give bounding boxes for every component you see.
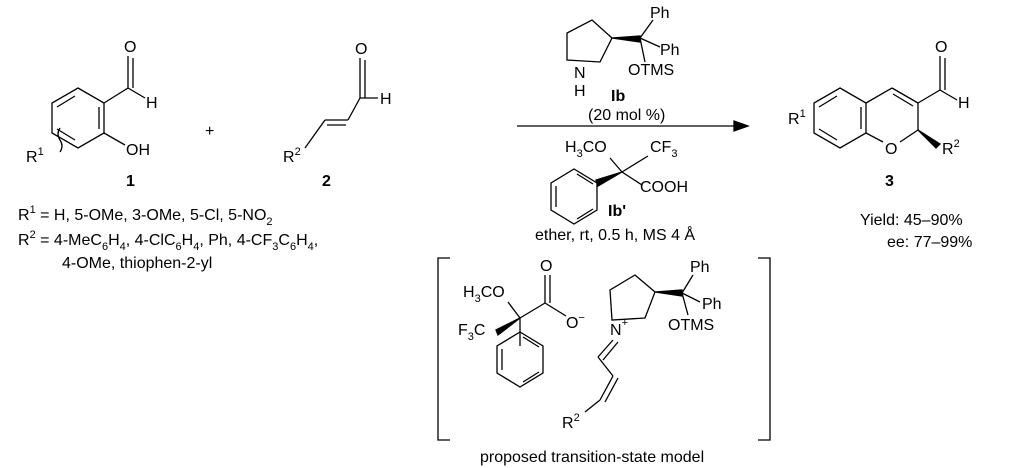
ts-phenyl-2: Ph bbox=[702, 296, 722, 313]
compound-3-label: 3 bbox=[885, 173, 894, 190]
additive-ib-prime-structure: H3CO CF3 COOH Ib' ether, rt, 0.5 h, MS 4… bbox=[535, 139, 695, 244]
phenyl-2: Ph bbox=[660, 42, 680, 59]
r2-definition-continued: 4-OMe, thiophen-2-yl bbox=[62, 255, 212, 272]
carboxylic-acid-group: COOH bbox=[640, 179, 688, 196]
ts-r2: R2 bbox=[562, 412, 580, 432]
ts-iminium: N+ bbox=[610, 317, 628, 339]
atom-OH: OH bbox=[126, 142, 150, 159]
compound-2-structure: O H R2 2 bbox=[283, 41, 392, 190]
ts-phenyl-1: Ph bbox=[690, 259, 710, 276]
catalyst-ib-structure: N H Ph Ph OTMS Ib (20 mol %) bbox=[566, 5, 680, 124]
otms-group: OTMS bbox=[628, 62, 674, 79]
atom-O: O bbox=[935, 39, 947, 56]
plus-sign: + bbox=[205, 123, 214, 140]
atom-N: N bbox=[574, 65, 586, 82]
yield-result: Yield: 45–90% bbox=[860, 212, 963, 229]
atom-O: O bbox=[355, 41, 367, 58]
reaction-arrow bbox=[517, 120, 750, 132]
cf3-group: CF3 bbox=[650, 139, 677, 160]
ts-carboxylate: O− bbox=[566, 312, 585, 332]
atom-H: H bbox=[958, 95, 970, 112]
atom-O: O bbox=[124, 39, 136, 56]
reaction-conditions: ether, rt, 0.5 h, MS 4 Å bbox=[535, 225, 695, 244]
transition-state-model: H3CO F3C O O− N+ Ph Ph OTMS R2 proposed … bbox=[437, 257, 771, 466]
ts-cf3: F3C bbox=[458, 322, 485, 343]
catalyst-loading: (20 mol %) bbox=[588, 107, 665, 124]
r1-label: R1 bbox=[788, 108, 806, 128]
atom-O-ring: O bbox=[885, 141, 897, 158]
phenyl-1: Ph bbox=[650, 5, 670, 22]
additive-label: Ib' bbox=[608, 203, 626, 220]
ts-otms: OTMS bbox=[668, 317, 714, 334]
methoxy-group: H3CO bbox=[565, 139, 607, 160]
atom-H: H bbox=[574, 83, 586, 100]
ee-result: ee: 77–99% bbox=[887, 234, 972, 251]
compound-2-label: 2 bbox=[322, 173, 331, 190]
r2-label: R2 bbox=[283, 146, 301, 166]
compound-3-structure: O H O R1 R2 3 bbox=[788, 39, 970, 190]
r1-label: R1 bbox=[26, 146, 44, 166]
ts-methoxy: H3CO bbox=[463, 284, 505, 305]
ts-caption: proposed transition-state model bbox=[480, 449, 704, 466]
atom-H: H bbox=[146, 95, 158, 112]
catalyst-label: Ib bbox=[611, 88, 625, 105]
compound-1-label: 1 bbox=[126, 173, 135, 190]
r2-definition: R2 = 4-MeC6H4, 4-ClC6H4, Ph, 4-CF3C6H4, bbox=[18, 229, 318, 253]
ts-atom-O: O bbox=[540, 258, 552, 275]
r2-label: R2 bbox=[942, 138, 960, 158]
atom-H: H bbox=[380, 91, 392, 108]
r1-definition: R1 = H, 5-OMe, 3-OMe, 5-Cl, 5-NO2 bbox=[18, 204, 273, 228]
compound-1-structure: O H OH R1 1 bbox=[26, 39, 158, 190]
